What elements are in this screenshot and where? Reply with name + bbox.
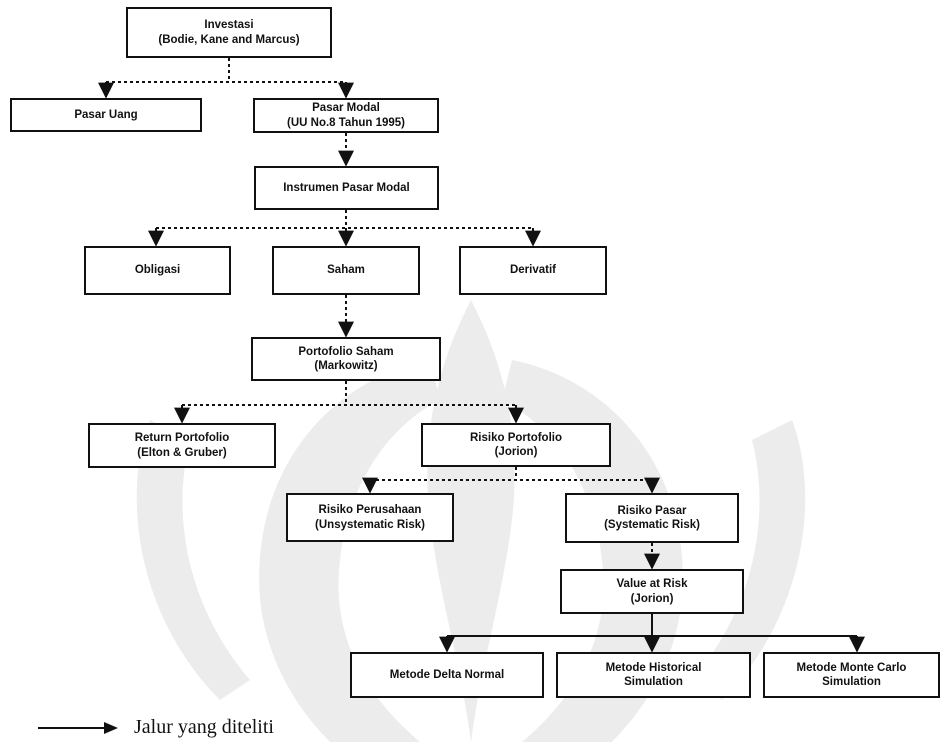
node-instrumen: Instrumen Pasar Modal — [254, 166, 439, 210]
node-subtitle: (Systematic Risk) — [604, 519, 700, 531]
node-title: Metode Delta Normal — [389, 668, 505, 681]
node-return: Return Portofolio (Elton & Gruber) — [88, 423, 276, 468]
node-investasi: Investasi (Bodie, Kane and Marcus) — [126, 7, 332, 58]
node-subtitle: (Unsystematic Risk) — [315, 518, 425, 531]
node-pasar-uang: Pasar Uang — [10, 98, 202, 132]
node-subtitle: (Bodie, Kane and Marcus) — [158, 33, 300, 46]
node-title: Investasi — [204, 19, 254, 32]
node-var: Value at Risk (Jorion) — [560, 569, 744, 614]
node-title: Pasar Uang — [74, 108, 138, 121]
node-portofolio: Portofolio Saham (Markowitz) — [251, 337, 441, 381]
node-pasar-modal: Pasar Modal (UU No.8 Tahun 1995) — [253, 98, 439, 133]
node-risiko-portofolio: Risiko Portofolio (Jorion) — [421, 423, 611, 467]
node-title: Return Portofolio — [134, 432, 230, 445]
node-title: Risiko Perusahaan — [318, 504, 422, 517]
node-subtitle: (Jorion) — [494, 446, 538, 458]
node-title: Derivatif — [509, 264, 557, 277]
node-derivatif: Derivatif — [459, 246, 607, 295]
node-title: Pasar Modal — [312, 102, 380, 115]
node-title: Metode Historical — [605, 661, 702, 674]
legend-arrow-icon — [38, 721, 118, 734]
node-saham: Saham — [272, 246, 420, 295]
node-historical-simulation: Metode Historical Simulation — [556, 652, 751, 698]
node-title: Saham — [327, 264, 365, 277]
node-title: Metode Monte Carlo — [796, 661, 907, 674]
node-title: Portofolio Saham — [298, 345, 394, 358]
node-subtitle: Simulation — [822, 676, 881, 688]
node-title: Value at Risk — [616, 578, 688, 591]
node-monte-carlo: Metode Monte Carlo Simulation — [763, 652, 940, 698]
legend-text: Jalur yang diteliti — [134, 716, 274, 738]
node-subtitle: (UU No.8 Tahun 1995) — [287, 116, 405, 129]
legend: Jalur yang diteliti — [36, 716, 274, 739]
node-risiko-perusahaan: Risiko Perusahaan (Unsystematic Risk) — [286, 493, 454, 542]
node-subtitle: Simulation — [624, 676, 683, 688]
node-title: Instrumen Pasar Modal — [283, 181, 410, 194]
node-title: Risiko Pasar — [617, 504, 687, 517]
node-obligasi: Obligasi — [84, 246, 231, 295]
node-subtitle: (Elton & Gruber) — [137, 446, 227, 459]
node-subtitle: (Markowitz) — [314, 360, 378, 372]
node-delta-normal: Metode Delta Normal — [350, 652, 544, 698]
node-risiko-pasar: Risiko Pasar (Systematic Risk) — [565, 493, 739, 543]
node-title: Risiko Portofolio — [470, 431, 562, 444]
node-title: Obligasi — [134, 264, 181, 277]
node-subtitle: (Jorion) — [630, 592, 674, 605]
